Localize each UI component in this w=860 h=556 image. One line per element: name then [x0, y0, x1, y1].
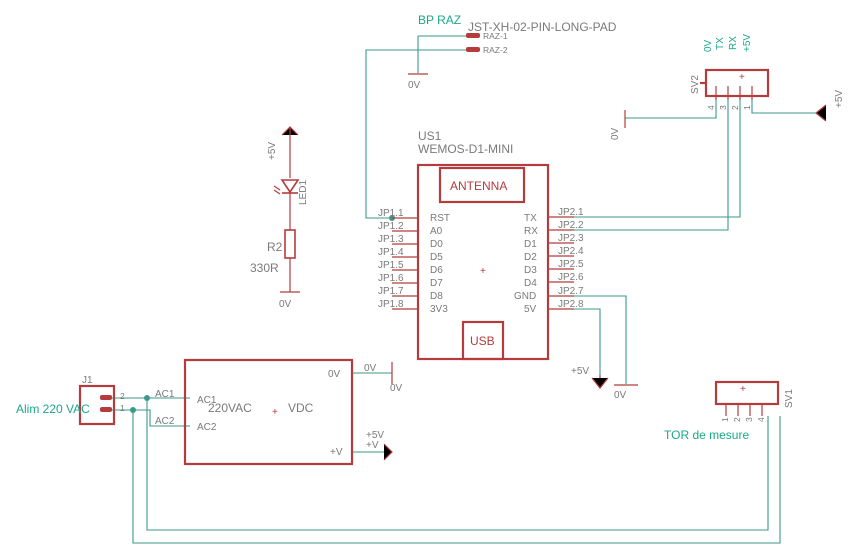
svg-text:D5: D5: [430, 252, 443, 263]
wemos-5v-label: +5V: [571, 366, 589, 377]
svg-text:0V: 0V: [390, 383, 403, 394]
svg-text:JP2.7: JP2.7: [558, 286, 584, 297]
svg-text:D0: D0: [430, 239, 443, 250]
us1-label: US1: [418, 129, 442, 143]
r2-value: 330R: [250, 261, 279, 275]
j1-label: J1: [82, 375, 93, 386]
svg-text:D4: D4: [524, 278, 537, 289]
r-gnd-label: 0V: [279, 299, 292, 310]
svg-text:AC1: AC1: [155, 389, 175, 400]
svg-text:AC2: AC2: [155, 416, 175, 427]
svg-text:D8: D8: [430, 291, 443, 302]
svg-text:JP2.8: JP2.8: [558, 299, 584, 310]
svg-text:JP1.1: JP1.1: [378, 208, 404, 219]
svg-text:JP2.6: JP2.6: [558, 272, 584, 283]
svg-text:+V: +V: [330, 447, 343, 458]
svg-text:D3: D3: [524, 265, 537, 276]
svg-text:5V: 5V: [524, 304, 537, 315]
raz1-label: RAZ-1: [483, 31, 508, 41]
bp-raz-connector: BP RAZ JST-XH-02-PIN-LONG-PAD RAZ-1 RAZ-…: [408, 13, 617, 91]
svg-text:D6: D6: [430, 265, 443, 276]
svg-text:2: 2: [120, 391, 125, 401]
sv1-name: SV1: [784, 389, 795, 408]
nets: [112, 35, 816, 544]
conv-out-label: VDC: [288, 401, 314, 415]
svg-text:JP1.2: JP1.2: [378, 221, 404, 232]
svg-text:JP1.4: JP1.4: [378, 247, 404, 258]
sv2-0v: 0V: [703, 39, 714, 52]
svg-text:D7: D7: [430, 278, 443, 289]
antenna-label: ANTENNA: [450, 179, 507, 193]
svg-text:4: 4: [756, 417, 766, 422]
usb-label: USB: [470, 334, 495, 348]
svg-text:JP2.3: JP2.3: [558, 233, 584, 244]
svg-text:JP1.6: JP1.6: [378, 273, 404, 284]
jst-part-label: JST-XH-02-PIN-LONG-PAD: [468, 20, 617, 34]
sv1-connector: + 1 2 3 4 SV1 TOR de mesure: [664, 380, 795, 442]
svg-text:0V: 0V: [364, 363, 377, 374]
svg-text:2: 2: [730, 105, 740, 110]
wemos-right-pins: JP2.1 JP2.2 JP2.3 JP2.4 JP2.5 JP2.6 JP2.…: [514, 207, 584, 315]
svg-text:GND: GND: [514, 291, 536, 302]
sv2-gnd: 0V: [610, 127, 621, 140]
svg-text:+: +: [272, 407, 278, 418]
j1-connector: J1 Alim 220 VAC 2 1 AC1 AC2: [16, 375, 175, 427]
svg-text:JP1.7: JP1.7: [378, 286, 404, 297]
tor-label: TOR de mesure: [664, 428, 749, 442]
svg-text:JP2.1: JP2.1: [558, 207, 584, 218]
svg-text:D2: D2: [524, 252, 537, 263]
r2-label: R2: [267, 240, 283, 254]
led-name: LED1: [298, 180, 309, 205]
ov-top-label: 0V: [408, 80, 421, 91]
wemos-module: US1 WEMOS-D1-MINI ANTENNA USB + JP1.1 JP…: [378, 129, 638, 401]
svg-text:+5V: +5V: [366, 430, 384, 441]
svg-text:JP1.8: JP1.8: [378, 299, 404, 310]
svg-text:AC2: AC2: [197, 422, 217, 433]
svg-text:JP1.5: JP1.5: [378, 260, 404, 271]
sv2-tx: TX: [715, 37, 726, 50]
svg-text:4: 4: [706, 105, 716, 110]
wemos-left-pins: JP1.1 JP1.2 JP1.3 JP1.4 JP1.5 JP1.6 JP1.…: [378, 208, 450, 315]
svg-text:1: 1: [120, 403, 125, 413]
svg-text:D1: D1: [524, 239, 537, 250]
svg-text:A0: A0: [430, 226, 443, 237]
svg-text:RST: RST: [430, 213, 450, 224]
svg-text:JP2.5: JP2.5: [558, 259, 584, 270]
sv2-pwr: +5V: [834, 90, 845, 108]
raz2-label: RAZ-2: [483, 45, 508, 55]
svg-text:+V: +V: [366, 440, 379, 451]
svg-text:3: 3: [744, 417, 754, 422]
sv2-connector: 0V TX RX +5V SV2 4 3 2 1 + 0V +5V: [610, 34, 845, 140]
sv2-5v: +5V: [742, 34, 753, 52]
svg-text:AC1: AC1: [197, 395, 217, 406]
acdc-converter: AC1 AC2 220VAC + VDC 0V +V 0V 0V +5V +V: [183, 358, 403, 466]
svg-text:RX: RX: [524, 226, 538, 237]
svg-text:+: +: [480, 266, 486, 277]
led-resistor: +5V LED1 R2 330R 0V: [250, 126, 309, 310]
svg-text:TX: TX: [524, 213, 537, 224]
svg-text:1: 1: [720, 417, 730, 422]
svg-text:+: +: [740, 384, 746, 395]
svg-text:2: 2: [732, 417, 742, 422]
svg-text:1: 1: [742, 105, 752, 110]
wemos-label: WEMOS-D1-MINI: [418, 142, 513, 156]
alim-label: Alim 220 VAC: [16, 402, 90, 416]
led-pwr-label: +5V: [267, 142, 278, 160]
svg-text:JP2.4: JP2.4: [558, 246, 584, 257]
conv-in-label: 220VAC: [208, 401, 252, 415]
svg-text:3: 3: [718, 105, 728, 110]
svg-text:+: +: [739, 72, 745, 83]
sv2-name: SV2: [690, 75, 701, 94]
bp-raz-label: BP RAZ: [418, 13, 461, 27]
svg-text:JP1.3: JP1.3: [378, 234, 404, 245]
sv2-rx: RX: [728, 36, 739, 50]
wemos-gnd-label: 0V: [614, 390, 627, 401]
svg-text:JP2.2: JP2.2: [558, 220, 584, 231]
svg-text:3V3: 3V3: [430, 304, 448, 315]
svg-text:0V: 0V: [328, 369, 341, 380]
